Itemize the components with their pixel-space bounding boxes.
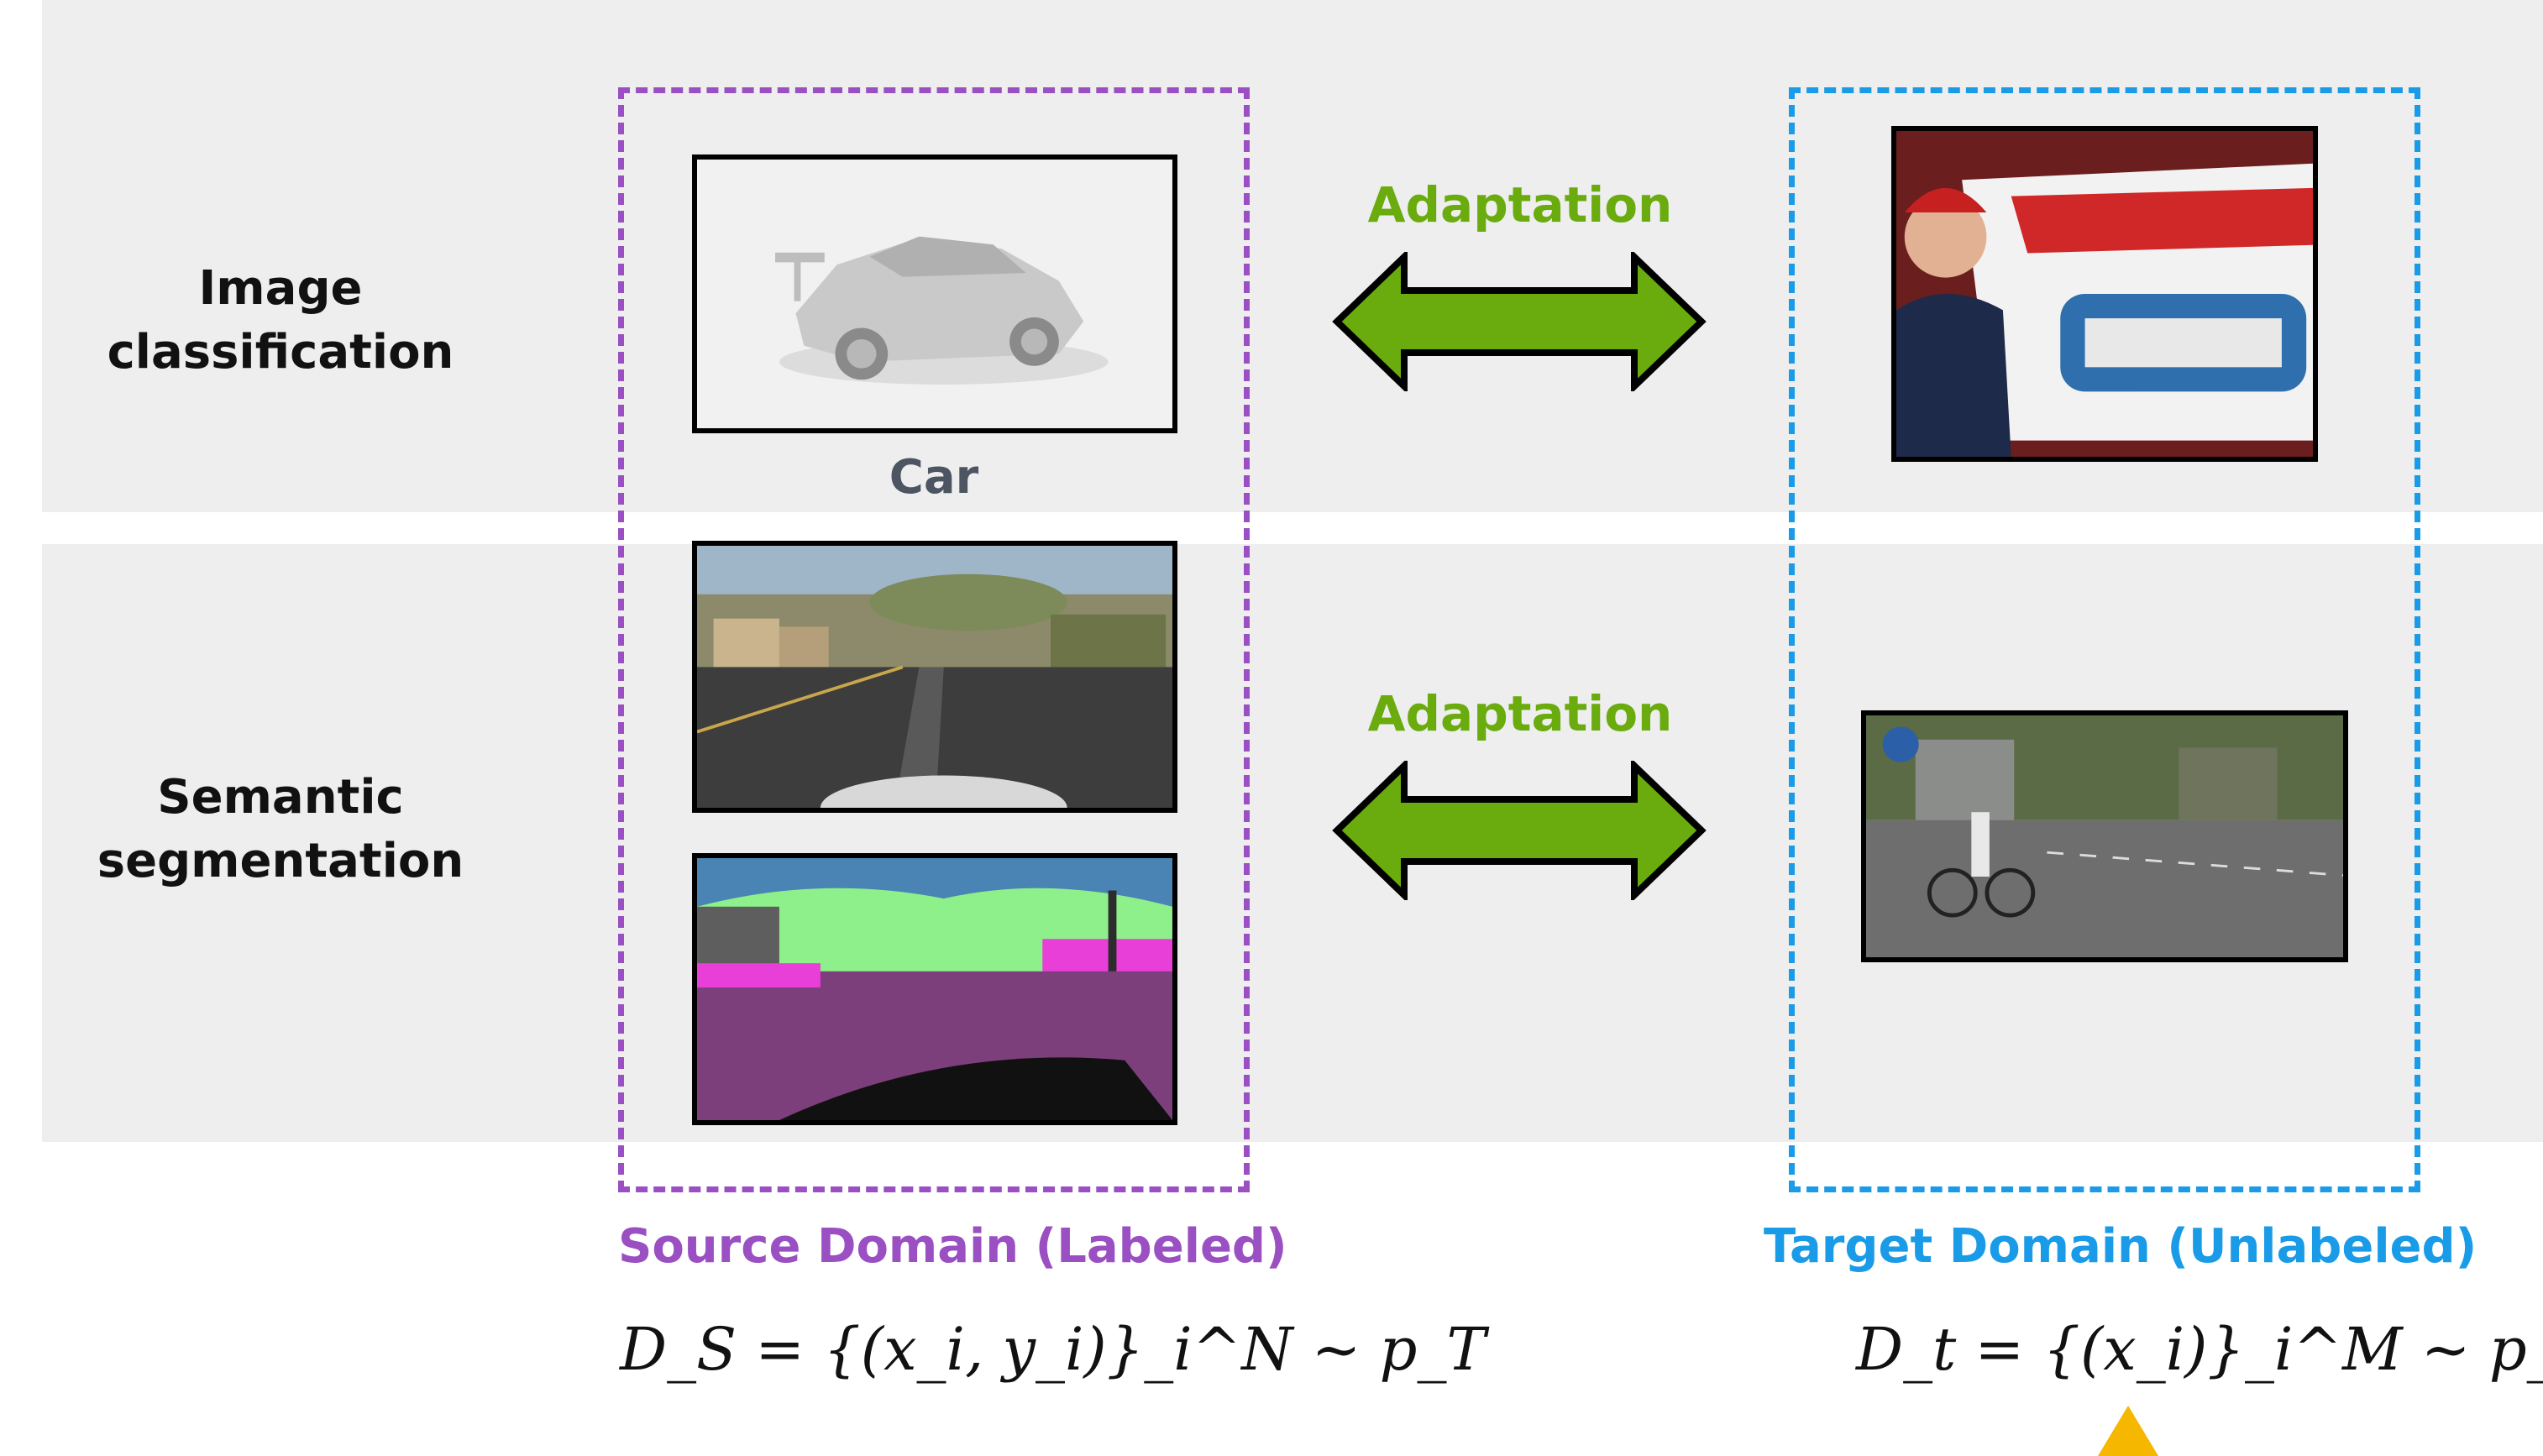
- adaptation-label-segmentation: Adaptation: [1367, 685, 1673, 742]
- source-game-road-image: [692, 541, 1177, 813]
- row-label-line: Image: [198, 261, 363, 316]
- source-segmentation-label-image: [692, 853, 1177, 1125]
- adaptation-label-classification: Adaptation: [1367, 176, 1673, 233]
- source-domain-title: Source Domain (Labeled): [618, 1219, 1287, 1274]
- double-headed-arrow-icon: [1332, 761, 1707, 900]
- triangle-pointer-icon: [2098, 1406, 2158, 1456]
- target-domain-box: [1789, 87, 2420, 1192]
- double-headed-arrow-icon: [1332, 252, 1707, 391]
- source-formula: D_S = {(x_i, y_i)}_i^N ~ p_T: [620, 1315, 1486, 1384]
- formula-text: D_t = {(x_i)}_i^M ~ p_S: [1856, 1315, 2543, 1384]
- row-label-line: classification: [107, 325, 454, 380]
- row-label-classification: Image classification: [62, 257, 499, 385]
- source-car-render-image: [692, 155, 1177, 433]
- formula-text: D_S = {(x_i, y_i)}_i^N ~ p_T: [620, 1315, 1486, 1384]
- row-label-line: segmentation: [97, 834, 464, 888]
- target-domain-title: Target Domain (Unlabeled): [1764, 1219, 2477, 1274]
- row-label-segmentation: Semantic segmentation: [62, 766, 499, 893]
- car-caption: Car: [889, 450, 979, 505]
- target-race-car-photo: [1891, 126, 2318, 462]
- target-city-street-photo: [1861, 710, 2348, 962]
- target-formula: D_t = {(x_i)}_i^M ~ p_S: [1856, 1315, 2543, 1384]
- source-domain-box: [618, 87, 1250, 1192]
- row-label-line: Semantic: [157, 770, 404, 825]
